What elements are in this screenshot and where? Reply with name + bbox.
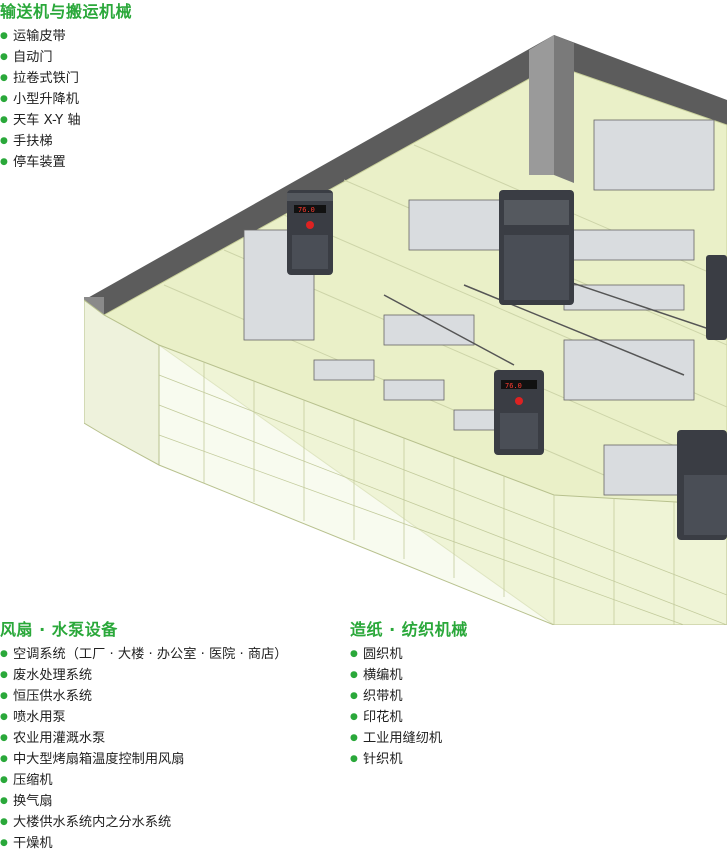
list-item: 圆织机 bbox=[350, 644, 468, 665]
pillar bbox=[529, 35, 554, 175]
list-item: 工业用缝纫机 bbox=[350, 728, 468, 749]
list-item: 干燥机 bbox=[0, 833, 288, 854]
list-item: 运输皮带 bbox=[0, 26, 132, 47]
drive-unit: 76.0 bbox=[494, 370, 544, 455]
drive-unit bbox=[706, 255, 727, 340]
list-item: 恒压供水系统 bbox=[0, 686, 288, 707]
fan-pump-list: 空调系统（工厂 · 大楼 · 办公室 · 医院 · 商店） 废水处理系统 恒压供… bbox=[0, 644, 288, 854]
list-item: 织带机 bbox=[350, 686, 468, 707]
list-item: 压缩机 bbox=[0, 770, 288, 791]
drive-display: 76.0 bbox=[505, 382, 522, 390]
left-wall bbox=[84, 299, 160, 466]
list-item: 农业用灌溉水泵 bbox=[0, 728, 288, 749]
paper-textile-section: 造纸 · 纺织机械 圆织机 横编机 织带机 印花机 工业用缝纫机 针织机 bbox=[350, 620, 468, 770]
list-item: 横编机 bbox=[350, 665, 468, 686]
list-item: 针织机 bbox=[350, 749, 468, 770]
list-item: 天车 X-Y 轴 bbox=[0, 110, 132, 131]
conveyor-section-title: 输送机与搬运机械 bbox=[0, 2, 133, 21]
list-item: 印花机 bbox=[350, 707, 468, 728]
conveyor-section: 输送机与搬运机械 运输皮带 自动门 拉卷式铁门 小型升降机 天车 X-Y 轴 手… bbox=[0, 2, 132, 173]
drive-display: 76.0 bbox=[298, 206, 315, 214]
back-wall bbox=[84, 35, 727, 315]
list-item: 手扶梯 bbox=[0, 131, 132, 152]
drive-unit: 76.0 bbox=[287, 190, 333, 275]
list-item: 废水处理系统 bbox=[0, 665, 288, 686]
list-item: 空调系统（工厂 · 大楼 · 办公室 · 医院 · 商店） bbox=[0, 644, 288, 665]
list-item: 大楼供水系统内之分水系统 bbox=[0, 812, 288, 833]
list-item: 换气扇 bbox=[0, 791, 288, 812]
fan-pump-section: 风扇 · 水泵设备 空调系统（工厂 · 大楼 · 办公室 · 医院 · 商店） … bbox=[0, 620, 288, 854]
list-item: 中大型烤扇箱温度控制用风扇 bbox=[0, 749, 288, 770]
drive-unit bbox=[499, 190, 574, 305]
conveyor-list: 运输皮带 自动门 拉卷式铁门 小型升降机 天车 X-Y 轴 手扶梯 停车装置 bbox=[0, 26, 132, 173]
paper-textile-section-title: 造纸 · 纺织机械 bbox=[350, 620, 468, 639]
list-item: 小型升降机 bbox=[0, 89, 132, 110]
drive-unit bbox=[677, 430, 727, 540]
list-item: 自动门 bbox=[0, 47, 132, 68]
paper-textile-list: 圆织机 横编机 织带机 印花机 工业用缝纫机 针织机 bbox=[350, 644, 468, 770]
list-item: 拉卷式铁门 bbox=[0, 68, 132, 89]
fan-pump-section-title: 风扇 · 水泵设备 bbox=[0, 620, 118, 639]
factory-illustration: 76.0 76.0 bbox=[84, 35, 727, 625]
list-item: 喷水用泵 bbox=[0, 707, 288, 728]
list-item: 停车装置 bbox=[0, 152, 132, 173]
